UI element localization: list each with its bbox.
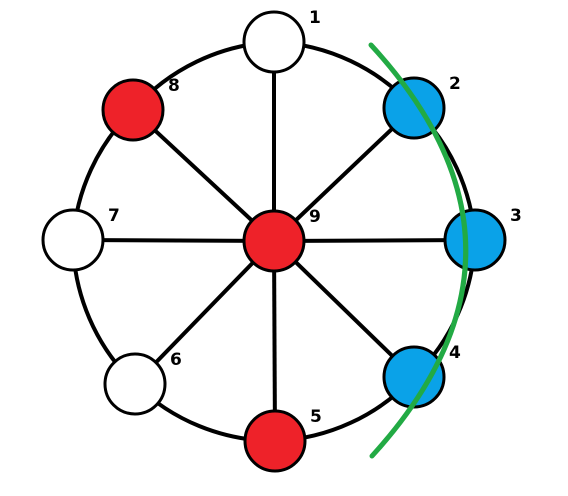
edge-9-7 bbox=[72, 238, 275, 243]
node-1 bbox=[242, 10, 306, 74]
node-6 bbox=[103, 352, 167, 416]
edge-9-3 bbox=[273, 238, 476, 243]
node-4 bbox=[382, 345, 446, 409]
node-label-1: 1 bbox=[309, 8, 321, 28]
labels-layer: 1 2 3 4 5 6 7 8 9 bbox=[108, 8, 522, 427]
node-label-5: 5 bbox=[310, 407, 322, 427]
edge-9-8 bbox=[131, 108, 276, 243]
node-3 bbox=[443, 208, 507, 272]
cut-curve bbox=[368, 42, 469, 459]
node-label-6: 6 bbox=[170, 350, 182, 370]
node-label-4: 4 bbox=[449, 343, 461, 363]
node-8 bbox=[101, 78, 165, 142]
node-label-2: 2 bbox=[449, 74, 461, 94]
node-label-8: 8 bbox=[168, 76, 180, 96]
nodes-layer bbox=[41, 10, 507, 473]
node-label-3: 3 bbox=[510, 206, 522, 226]
node-7 bbox=[41, 208, 105, 272]
node-9 bbox=[242, 209, 306, 273]
edge-9-2 bbox=[272, 106, 416, 243]
edge-9-4 bbox=[272, 239, 416, 379]
node-label-7: 7 bbox=[108, 206, 120, 226]
edge-9-5 bbox=[272, 240, 277, 442]
edge-9-6 bbox=[133, 239, 276, 386]
cut-line-layer bbox=[368, 42, 469, 459]
node-label-9: 9 bbox=[309, 207, 321, 227]
node-5 bbox=[243, 409, 307, 473]
